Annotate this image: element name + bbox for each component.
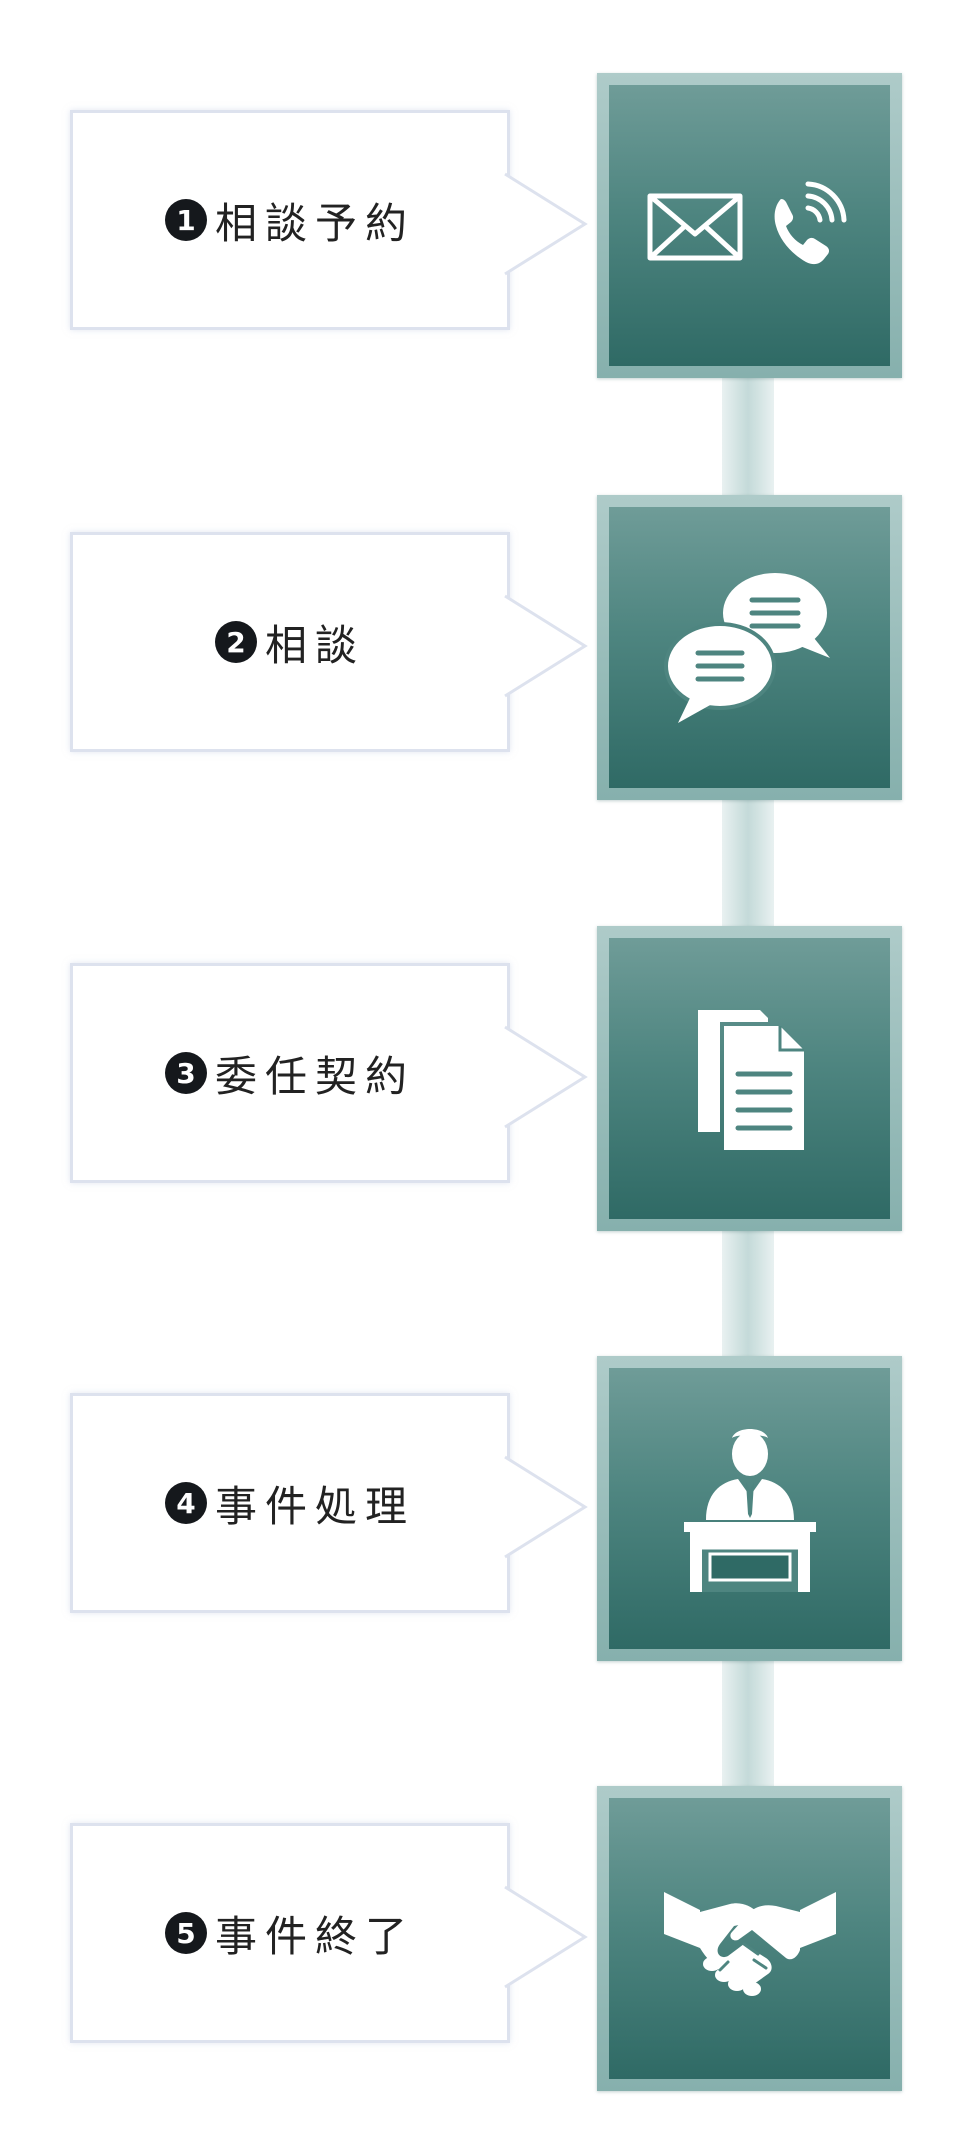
flow-connector: [722, 377, 774, 495]
handshake-icon: [663, 1891, 836, 1996]
step-icon-box: [597, 495, 902, 800]
mail-and-phone-icon: [647, 181, 846, 264]
callout-pointer: [504, 1885, 588, 1989]
flow-step-2: 2 相談: [0, 495, 972, 800]
step-icon-box: [597, 73, 902, 378]
step-number-badge: 4: [164, 1482, 207, 1524]
callout-pointer: [504, 172, 588, 276]
documents-icon: [697, 1009, 804, 1150]
step-label: 3 委任契約: [164, 1043, 415, 1104]
flow-connector: [722, 798, 774, 926]
step-label-box: 4 事件処理: [70, 1393, 510, 1613]
step-label-box: 3 委任契約: [70, 963, 510, 1183]
flow-step-5: 5 事件終了: [0, 1786, 972, 2091]
flow-connector: [722, 1228, 774, 1356]
flow-step-4: 4 事件処理: [0, 1356, 972, 1661]
step-icon-box: [597, 1356, 902, 1661]
step-label-text: 相談予約: [214, 198, 415, 248]
flow-step-3: 3 委任契約: [0, 926, 972, 1231]
step-number-badge: 5: [164, 1912, 207, 1954]
step-label-box: 5 事件終了: [70, 1823, 510, 2043]
step-label: 2 相談: [214, 612, 365, 673]
step-label-box: 1 相談予約: [70, 110, 510, 330]
flow-step-1: 1 相談予約: [0, 73, 972, 378]
step-label-text: 事件処理: [214, 1481, 415, 1531]
lawyer-at-desk-icon: [683, 1428, 816, 1592]
callout-pointer: [504, 1455, 588, 1559]
step-label: 4 事件処理: [164, 1473, 415, 1534]
step-label-text: 事件終了: [214, 1911, 415, 1961]
step-label-text: 委任契約: [214, 1051, 415, 1101]
step-number-badge: 1: [164, 199, 207, 241]
chat-bubbles-icon: [663, 572, 830, 723]
callout-pointer: [504, 1025, 588, 1129]
step-label-box: 2 相談: [70, 532, 510, 752]
step-label: 5 事件終了: [164, 1903, 415, 1964]
step-label: 1 相談予約: [164, 190, 415, 251]
callout-pointer: [504, 594, 588, 698]
flow-connector: [722, 1658, 774, 1786]
step-label-text: 相談: [264, 620, 365, 670]
step-icon-box: [597, 926, 902, 1231]
step-icon-box: [597, 1786, 902, 2091]
step-number-badge: 2: [214, 621, 257, 663]
step-number-badge: 3: [164, 1052, 207, 1094]
